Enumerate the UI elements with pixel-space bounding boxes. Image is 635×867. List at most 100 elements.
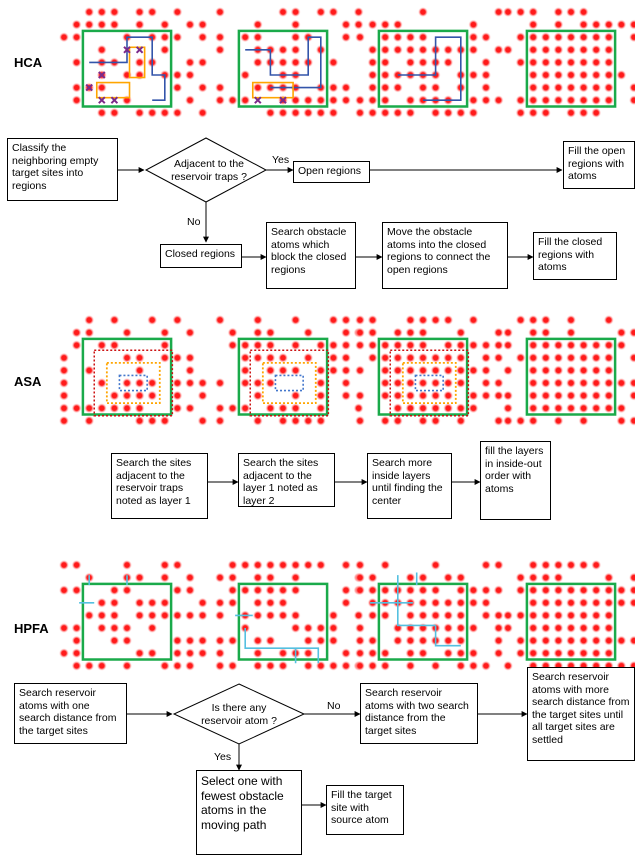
atom-core — [370, 638, 375, 643]
target-region-border — [81, 29, 173, 108]
atom-core — [471, 343, 476, 348]
hca-search-obstacle: Search obstacle atoms which block the cl… — [266, 222, 356, 289]
atom-core — [395, 355, 400, 360]
atom-core — [318, 406, 323, 411]
atom-core — [175, 406, 180, 411]
atom-core — [581, 9, 586, 15]
atom-core — [343, 330, 349, 335]
atom-core — [471, 368, 476, 373]
atom-core — [318, 380, 323, 386]
atom-core — [531, 613, 536, 618]
asa-label: ASA — [14, 374, 42, 389]
atom-core — [370, 588, 375, 593]
atom-core — [61, 406, 67, 411]
atom-core — [243, 588, 248, 593]
atom-core — [280, 47, 286, 52]
atom-core — [217, 406, 223, 411]
atom-core — [543, 651, 548, 656]
atom-core — [356, 613, 361, 618]
atom-core — [175, 651, 180, 656]
atom-core — [306, 355, 311, 360]
search-path — [235, 614, 320, 664]
atom-core — [483, 588, 489, 593]
atom-core — [280, 418, 286, 423]
atom-core — [370, 98, 375, 103]
atom-core — [568, 317, 574, 323]
atom-core — [594, 562, 599, 568]
atom-core — [383, 72, 388, 78]
atom-core — [471, 393, 476, 398]
atom-core — [268, 343, 273, 348]
atom-core — [619, 588, 624, 593]
atom-core — [420, 393, 426, 398]
atom-core — [395, 638, 400, 643]
atom-core — [137, 600, 142, 605]
atom-core — [243, 368, 248, 373]
search-path — [79, 575, 128, 604]
atom-core — [230, 330, 235, 335]
atom-core — [408, 98, 413, 103]
target-region-border — [237, 29, 329, 108]
atom-core — [243, 562, 248, 568]
atom-core — [87, 418, 92, 423]
atom-core — [408, 110, 413, 116]
atom-core — [606, 393, 611, 398]
atom-core — [496, 625, 501, 631]
atom-core — [306, 418, 311, 423]
atom-core — [543, 368, 548, 373]
search-path — [370, 572, 461, 647]
hca-flow — [118, 137, 563, 260]
atom-core — [594, 60, 599, 65]
atom-core — [268, 663, 273, 668]
atom-core — [496, 343, 501, 348]
center-outline — [118, 374, 148, 392]
atom-core — [187, 330, 193, 335]
atom-core — [594, 110, 599, 116]
atom-core — [243, 380, 248, 386]
hpfa-yes-label: Yes — [214, 751, 232, 763]
atom-core — [175, 355, 180, 360]
atom-core — [175, 35, 180, 40]
atom-core — [395, 110, 400, 116]
atom-core — [293, 9, 298, 15]
atom-core — [420, 343, 426, 348]
atom-core — [568, 47, 574, 52]
atom-core — [420, 575, 426, 580]
atom-core — [124, 98, 130, 103]
atom-core — [200, 60, 205, 65]
atom-core — [531, 600, 536, 605]
atom-core — [370, 110, 375, 116]
atom-core — [543, 638, 548, 643]
asa-step1-box: Search the sites adjacent to the reservo… — [111, 453, 208, 519]
atom-core — [150, 393, 155, 398]
atom-core — [483, 35, 489, 40]
atom-core — [343, 663, 349, 668]
atom-core — [137, 380, 142, 386]
atom-core — [395, 47, 400, 52]
atom-core — [458, 613, 463, 618]
atom-core — [531, 588, 536, 593]
atom-core — [280, 613, 286, 618]
atom-core — [581, 393, 586, 398]
atom-core — [496, 418, 501, 423]
atom-core — [568, 663, 574, 668]
atom-core — [357, 393, 363, 398]
atom-core — [293, 110, 298, 116]
atom-core — [293, 575, 298, 580]
atom-core — [217, 85, 223, 90]
atom-core — [543, 406, 548, 411]
atom-core — [420, 368, 426, 373]
atom-core — [581, 625, 586, 631]
atom-core — [175, 393, 180, 398]
atom-core — [162, 418, 167, 423]
atom-core — [306, 663, 311, 668]
atom-core — [306, 625, 311, 631]
atom-core — [268, 406, 273, 411]
target-region-border — [237, 337, 329, 416]
atom-core — [505, 330, 511, 335]
atom-core — [446, 60, 451, 65]
atom-panel — [502, 314, 635, 426]
atom-core — [162, 575, 167, 580]
atom-core — [543, 110, 548, 116]
atom-core — [594, 343, 599, 348]
